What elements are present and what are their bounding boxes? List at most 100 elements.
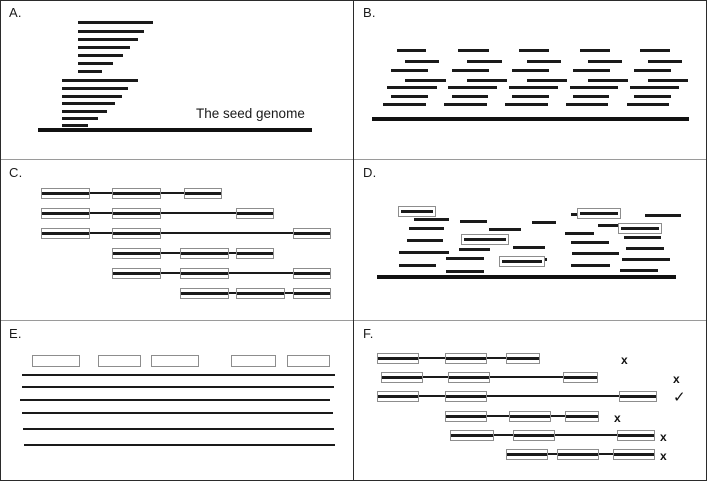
read-line xyxy=(399,264,436,267)
contig-box xyxy=(231,355,276,367)
contig-segment xyxy=(180,248,229,259)
read-line xyxy=(532,221,556,224)
reject-x-icon: x xyxy=(614,411,621,425)
contig-line xyxy=(22,412,333,415)
contig-segment xyxy=(112,248,161,259)
scaffold-segment xyxy=(450,430,494,441)
read-line xyxy=(78,46,130,49)
contig-box xyxy=(151,355,199,367)
read-line xyxy=(391,95,428,98)
read-line xyxy=(62,95,122,98)
scaffold-segment xyxy=(563,372,598,383)
read-line xyxy=(505,103,548,106)
scaffold-segment xyxy=(445,391,487,402)
read-line xyxy=(626,247,664,250)
read-line xyxy=(588,79,628,82)
read-line xyxy=(458,49,489,52)
read-line xyxy=(527,79,567,82)
highlighted-read xyxy=(618,223,662,234)
contig-segment xyxy=(112,208,161,219)
read-line xyxy=(572,252,619,255)
read-line xyxy=(399,251,449,254)
read-line xyxy=(62,110,107,113)
contig-segment xyxy=(184,188,222,199)
read-line xyxy=(634,95,671,98)
read-line xyxy=(391,69,428,72)
read-line xyxy=(648,60,682,63)
contig-segment xyxy=(293,228,331,239)
read-line xyxy=(446,257,484,260)
scaffold-segment xyxy=(445,353,487,364)
contig-box xyxy=(98,355,141,367)
highlighted-read xyxy=(577,208,621,219)
read-line xyxy=(624,236,661,239)
scaffold-segment xyxy=(619,391,657,402)
panel-f-label: F. xyxy=(363,326,374,341)
read-line xyxy=(627,103,669,106)
read-line xyxy=(648,79,688,82)
read-line xyxy=(519,49,549,52)
read-line xyxy=(78,70,102,73)
contig-connector xyxy=(41,232,331,235)
read-line xyxy=(78,54,123,57)
read-line xyxy=(512,95,549,98)
contig-segment xyxy=(236,288,285,299)
read-line xyxy=(467,60,502,63)
read-line xyxy=(509,86,558,89)
read-line xyxy=(62,79,138,82)
panel-a: A. xyxy=(0,0,354,160)
contig-line xyxy=(23,428,334,431)
read-line xyxy=(573,95,609,98)
contig-line xyxy=(24,444,335,447)
read-line xyxy=(62,117,98,120)
contig-segment xyxy=(112,228,161,239)
read-line xyxy=(571,241,609,244)
highlighted-read xyxy=(499,256,545,267)
contig-segment xyxy=(112,268,161,279)
read-line xyxy=(448,86,497,89)
contig-segment xyxy=(293,288,331,299)
scaffold-segment xyxy=(617,430,655,441)
contig-segment xyxy=(41,228,90,239)
contig-line xyxy=(22,386,334,389)
scaffold-segment xyxy=(557,449,599,460)
panel-b-label: B. xyxy=(363,5,376,20)
read-line xyxy=(383,103,426,106)
read-line xyxy=(467,79,507,82)
panel-divider-vertical xyxy=(353,0,354,481)
read-line xyxy=(405,60,439,63)
scaffold-segment xyxy=(506,353,540,364)
contig-segment xyxy=(180,268,229,279)
read-line xyxy=(62,87,128,90)
read-line xyxy=(580,49,610,52)
contig-segment xyxy=(180,288,229,299)
panel-c-label: C. xyxy=(9,165,23,180)
read-line xyxy=(566,103,608,106)
read-line xyxy=(452,95,488,98)
read-line xyxy=(573,69,610,72)
read-line xyxy=(460,220,487,223)
reject-x-icon: x xyxy=(673,372,680,386)
reject-x-icon: x xyxy=(660,430,667,444)
read-line xyxy=(446,270,484,273)
read-line xyxy=(571,264,610,267)
read-line xyxy=(78,62,113,65)
read-line xyxy=(459,248,490,251)
scaffold-segment xyxy=(377,391,419,402)
scaffold-segment xyxy=(613,449,655,460)
scaffold-segment xyxy=(513,430,555,441)
scaffold-segment xyxy=(377,353,419,364)
read-line xyxy=(588,60,622,63)
highlighted-read xyxy=(461,234,509,245)
read-line xyxy=(570,86,618,89)
contig-box xyxy=(287,355,330,367)
scaffold-segment xyxy=(445,411,487,422)
read-line xyxy=(407,239,443,242)
contig-segment xyxy=(236,248,274,259)
read-line xyxy=(414,218,449,221)
contig-segment xyxy=(293,268,331,279)
read-line xyxy=(565,232,594,235)
read-line xyxy=(405,79,446,82)
contig-line xyxy=(22,374,335,377)
